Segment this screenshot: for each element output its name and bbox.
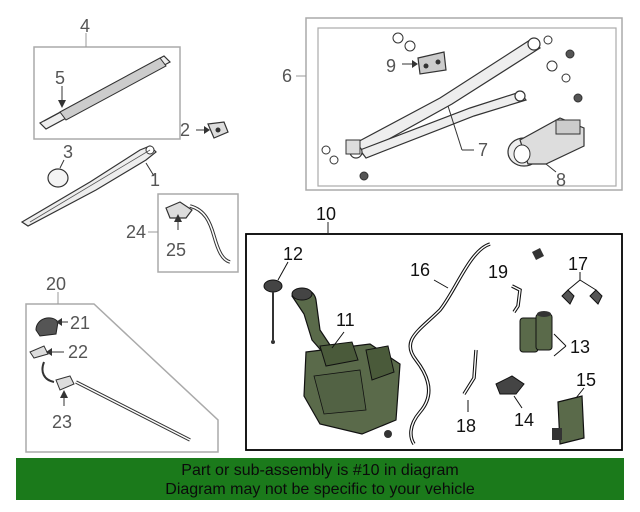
callout-24: 24 (126, 222, 146, 242)
group-10-washer-reservoir: 10 12 11 16 19 (245, 204, 623, 451)
callout-6: 6 (282, 66, 292, 86)
callout-10: 10 (316, 204, 336, 224)
callout-25: 25 (166, 240, 186, 260)
callout-5: 5 (55, 68, 65, 88)
callout-14: 14 (514, 410, 534, 430)
callout-19: 19 (488, 262, 508, 282)
group-4-wiper-blade: 4 5 (33, 16, 181, 140)
part-12-filler-cap (263, 279, 283, 344)
callout-12: 12 (283, 244, 303, 264)
callout-2: 2 (180, 120, 190, 140)
banner-line-2: Diagram may not be specific to your vehi… (165, 481, 475, 498)
callout-16: 16 (410, 260, 430, 280)
part-15-level-sensor (552, 395, 585, 445)
callout-17: 17 (568, 254, 588, 274)
part-8-wiper-motor (507, 117, 585, 167)
callout-20: 20 (46, 274, 66, 294)
callout-13: 13 (570, 337, 590, 357)
callout-8: 8 (556, 170, 566, 190)
part-3-cap: 3 (47, 142, 73, 188)
callout-15: 15 (576, 370, 596, 390)
part-2-clip: 2 (180, 120, 229, 140)
callout-7: 7 (478, 140, 488, 160)
part-1-wiper-arm: 1 (20, 145, 160, 227)
callout-1: 1 (150, 170, 160, 190)
callout-23: 23 (52, 412, 72, 432)
callout-11: 11 (336, 310, 355, 330)
callout-22: 22 (68, 342, 88, 362)
group-6-wiper-linkage: 6 9 7 (282, 17, 623, 191)
part-13-washer-pump (519, 311, 553, 353)
banner-line-1: Part or sub-assembly is #10 in diagram (181, 462, 459, 479)
callout-21: 21 (70, 313, 90, 333)
wiper-blade (39, 55, 171, 130)
callout-3: 3 (63, 142, 73, 162)
group-24-hose-connector: 24 25 (126, 193, 239, 273)
callout-9: 9 (386, 56, 396, 76)
part-11-reservoir (291, 287, 401, 438)
disclaimer-banner: Part or sub-assembly is #10 in diagram D… (16, 458, 624, 500)
callout-18: 18 (456, 416, 476, 436)
callout-4: 4 (80, 16, 90, 36)
group-20-washer-nozzle: 20 21 22 23 (25, 274, 219, 453)
